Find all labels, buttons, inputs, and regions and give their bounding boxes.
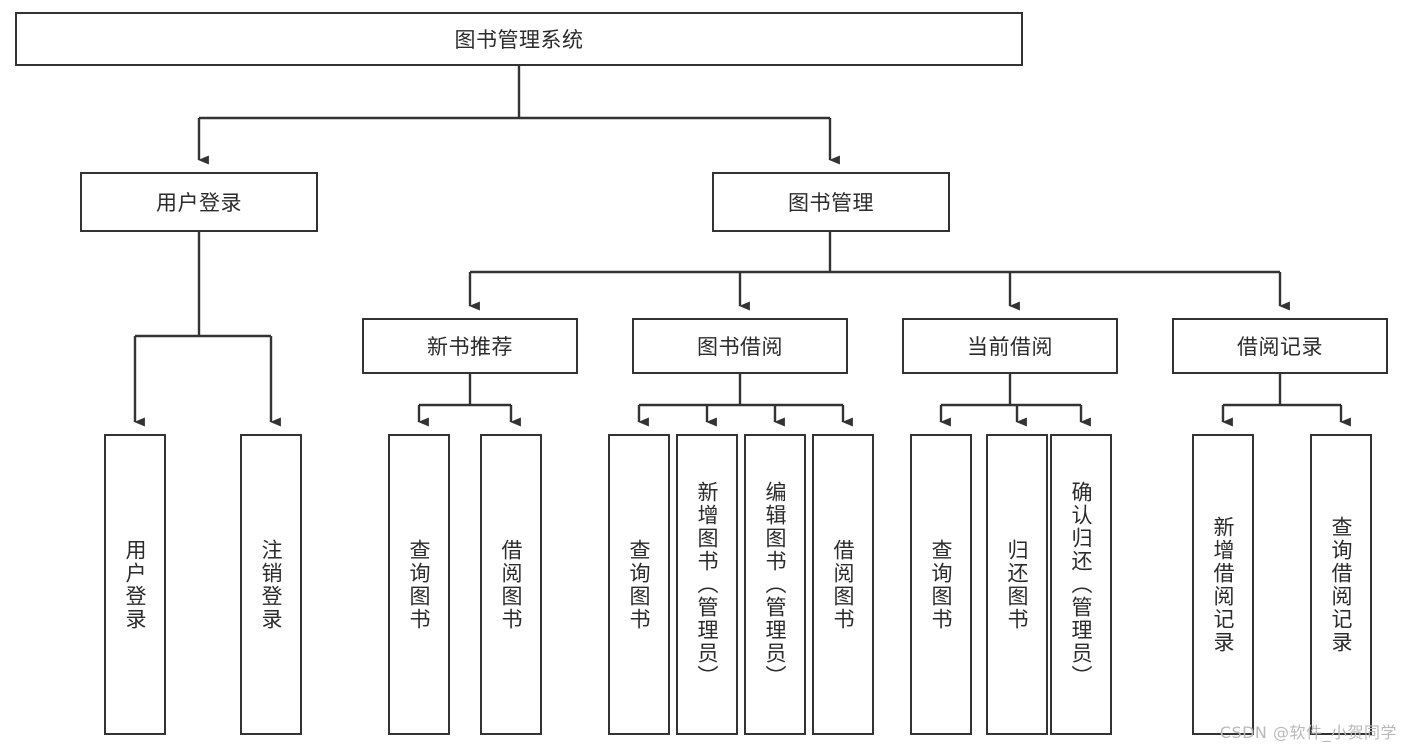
node-leaf-return-book[interactable]: 归还图书 [986, 434, 1048, 735]
node-borrow-record[interactable]: 借阅记录 [1172, 318, 1388, 374]
node-new-book-rec[interactable]: 新书推荐 [362, 318, 578, 374]
node-book-manage[interactable]: 图书管理 [712, 172, 950, 232]
node-leaf-confirm-return-label: 确认归还（管理员） [1069, 481, 1094, 688]
node-root[interactable]: 图书管理系统 [15, 12, 1023, 66]
node-leaf-query-book-cur-label: 查询图书 [929, 538, 954, 631]
node-leaf-query-record-label: 查询借阅记录 [1329, 515, 1354, 654]
node-leaf-add-record-label: 新增借阅记录 [1211, 515, 1236, 654]
csdn-watermark: CSDN @软件_小贺同学 [1219, 723, 1397, 742]
node-root-label: 图书管理系统 [454, 28, 584, 52]
node-user-login-label: 用户登录 [156, 191, 242, 215]
node-leaf-user-login[interactable]: 用户登录 [104, 434, 166, 735]
node-leaf-edit-book-label: 编辑图书（管理员） [763, 481, 788, 688]
node-borrow-record-label: 借阅记录 [1237, 335, 1323, 359]
node-user-login[interactable]: 用户登录 [80, 172, 318, 232]
node-book-borrow[interactable]: 图书借阅 [632, 318, 848, 374]
node-leaf-add-book[interactable]: 新增图书（管理员） [676, 434, 738, 735]
node-leaf-query-book-rec-label: 查询图书 [407, 538, 432, 631]
node-leaf-user-logout[interactable]: 注销登录 [240, 434, 302, 735]
node-leaf-query-book-cur[interactable]: 查询图书 [910, 434, 972, 735]
node-leaf-user-logout-label: 注销登录 [259, 538, 284, 631]
node-leaf-borrow-book-label: 借阅图书 [831, 538, 856, 631]
node-book-manage-label: 图书管理 [788, 191, 874, 215]
node-book-borrow-label: 图书借阅 [697, 335, 783, 359]
node-current-borrow[interactable]: 当前借阅 [902, 318, 1118, 374]
node-new-book-rec-label: 新书推荐 [427, 335, 513, 359]
node-leaf-query-book-label: 查询图书 [627, 538, 652, 631]
node-leaf-borrow-book-rec[interactable]: 借阅图书 [480, 434, 542, 735]
node-leaf-borrow-book[interactable]: 借阅图书 [812, 434, 874, 735]
node-leaf-query-record[interactable]: 查询借阅记录 [1310, 434, 1372, 735]
node-leaf-add-record[interactable]: 新增借阅记录 [1192, 434, 1254, 735]
node-leaf-confirm-return[interactable]: 确认归还（管理员） [1050, 434, 1112, 735]
node-leaf-return-book-label: 归还图书 [1005, 538, 1030, 631]
node-leaf-borrow-book-rec-label: 借阅图书 [499, 538, 524, 631]
node-leaf-add-book-label: 新增图书（管理员） [695, 481, 720, 688]
node-leaf-user-login-label: 用户登录 [123, 538, 148, 631]
node-leaf-edit-book[interactable]: 编辑图书（管理员） [744, 434, 806, 735]
node-current-borrow-label: 当前借阅 [967, 335, 1053, 359]
node-leaf-query-book[interactable]: 查询图书 [608, 434, 670, 735]
node-leaf-query-book-rec[interactable]: 查询图书 [388, 434, 450, 735]
